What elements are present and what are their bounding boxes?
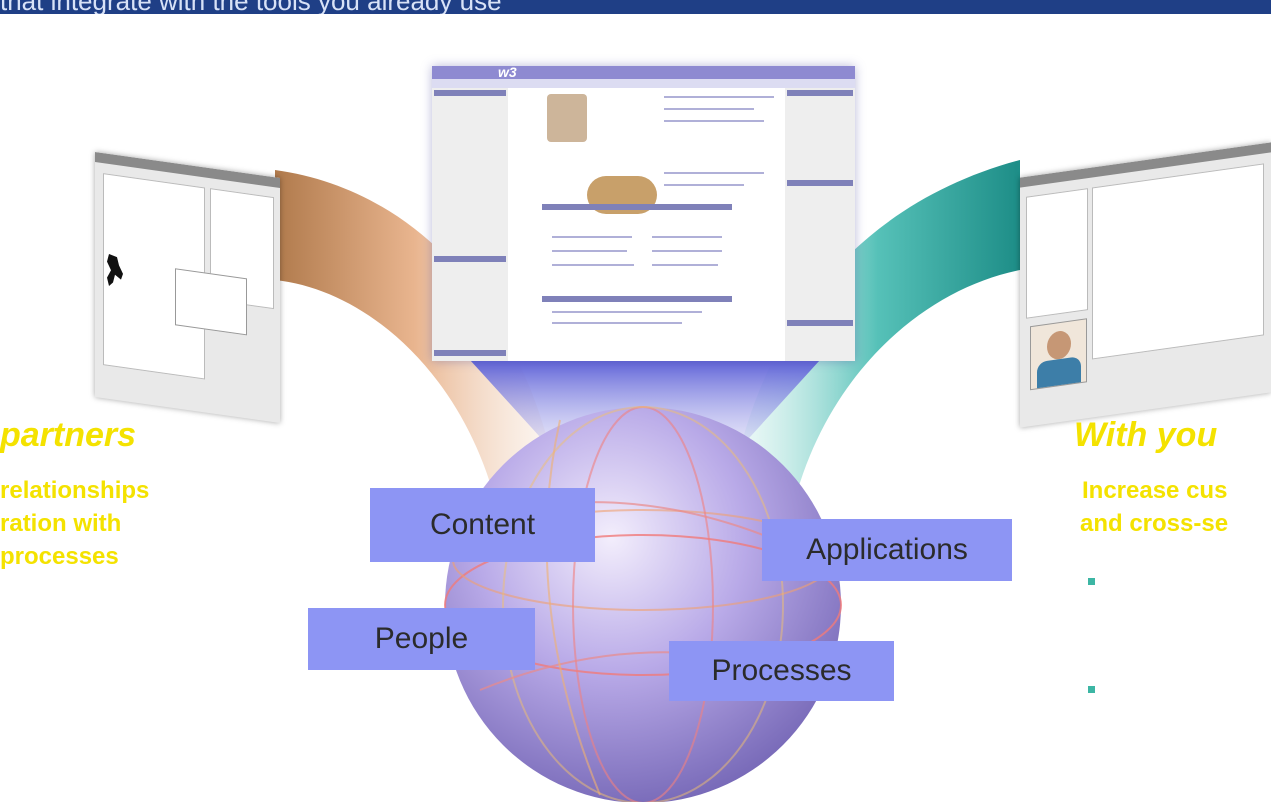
applications-label-text: Applications <box>806 533 968 566</box>
right-line-1: Increase cus <box>1082 477 1228 504</box>
content-label: Content <box>370 488 595 562</box>
left-heading: partners <box>0 416 137 454</box>
applications-label: Applications <box>762 519 1012 581</box>
content-label-text: Content <box>429 508 536 541</box>
portal-right-column <box>785 88 855 361</box>
portal-top-bar: w3 <box>432 66 855 80</box>
right-line-2: and cross-se <box>1080 510 1229 537</box>
portal-search-header <box>542 204 732 210</box>
map-icon <box>107 253 123 286</box>
globe-icon <box>444 406 842 802</box>
header-bar: that integrate with the tools you alread… <box>0 0 1271 14</box>
bullet-marker <box>1088 686 1095 693</box>
right-text-block: With you Increase cus and cross-se <box>1066 414 1271 554</box>
people-label-text: People <box>374 622 469 655</box>
right-screenshot-editor <box>1092 163 1264 360</box>
portal-nav-bar <box>432 79 855 88</box>
portal-left-column <box>432 88 508 361</box>
left-line-3: processes <box>0 543 119 570</box>
person-photo-icon <box>1030 318 1087 391</box>
processes-label: Processes <box>669 641 894 701</box>
left-beam <box>275 170 555 520</box>
left-screenshot-dialog <box>175 268 247 336</box>
portal-news-header <box>542 296 732 302</box>
center-screenshot: w3 <box>432 66 855 361</box>
left-line-2: ration with <box>0 510 122 537</box>
right-screenshot-panel <box>1026 188 1088 319</box>
header-text: that integrate with the tools you alread… <box>0 0 502 14</box>
right-heading: With you <box>1074 416 1218 454</box>
people-label: People <box>308 608 535 670</box>
left-screenshot <box>95 151 280 424</box>
right-beam <box>735 160 1020 520</box>
processes-label-text: Processes <box>711 654 852 687</box>
left-line-1: relationships <box>0 477 150 504</box>
person-photo-icon <box>547 94 587 142</box>
right-screenshot <box>1020 142 1271 428</box>
bullet-marker <box>1088 578 1095 585</box>
